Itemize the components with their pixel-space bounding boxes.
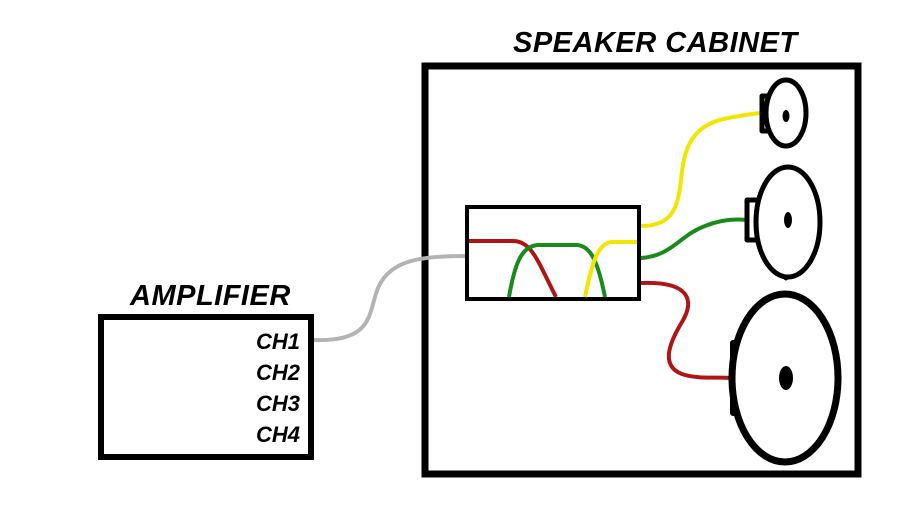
tweeter-wire	[640, 111, 763, 228]
midrange-speaker-icon	[744, 164, 823, 281]
amplifier-channel-ch1: CH1	[256, 329, 300, 354]
amplifier-title: AMPLIFIER	[129, 280, 291, 312]
crossover-network	[465, 205, 641, 301]
amplifier: AMPLIFIER CH1 CH2 CH3 CH4	[98, 280, 314, 460]
amplifier-channel-ch4: CH4	[256, 422, 300, 447]
speaker-cabinet: SPEAKER CABINET	[421, 27, 862, 478]
woofer-speaker-icon	[728, 290, 842, 466]
amplifier-channel-ch3: CH3	[256, 391, 300, 416]
woofer-wire	[640, 280, 734, 380]
crossover-lowpass-curve	[469, 239, 558, 298]
crossover-box	[465, 205, 641, 301]
crossover-highpass-curve	[583, 240, 637, 298]
amplifier-box	[98, 314, 314, 460]
amplifier-channel-ch2: CH2	[256, 360, 301, 385]
crossover-bandpass-curve	[507, 243, 607, 298]
tweeter-speaker-icon	[759, 77, 809, 149]
cabinet-title: SPEAKER CABINET	[513, 27, 799, 59]
input-wire	[313, 254, 468, 343]
cabinet-box	[421, 62, 862, 478]
midrange-wire	[640, 217, 748, 260]
